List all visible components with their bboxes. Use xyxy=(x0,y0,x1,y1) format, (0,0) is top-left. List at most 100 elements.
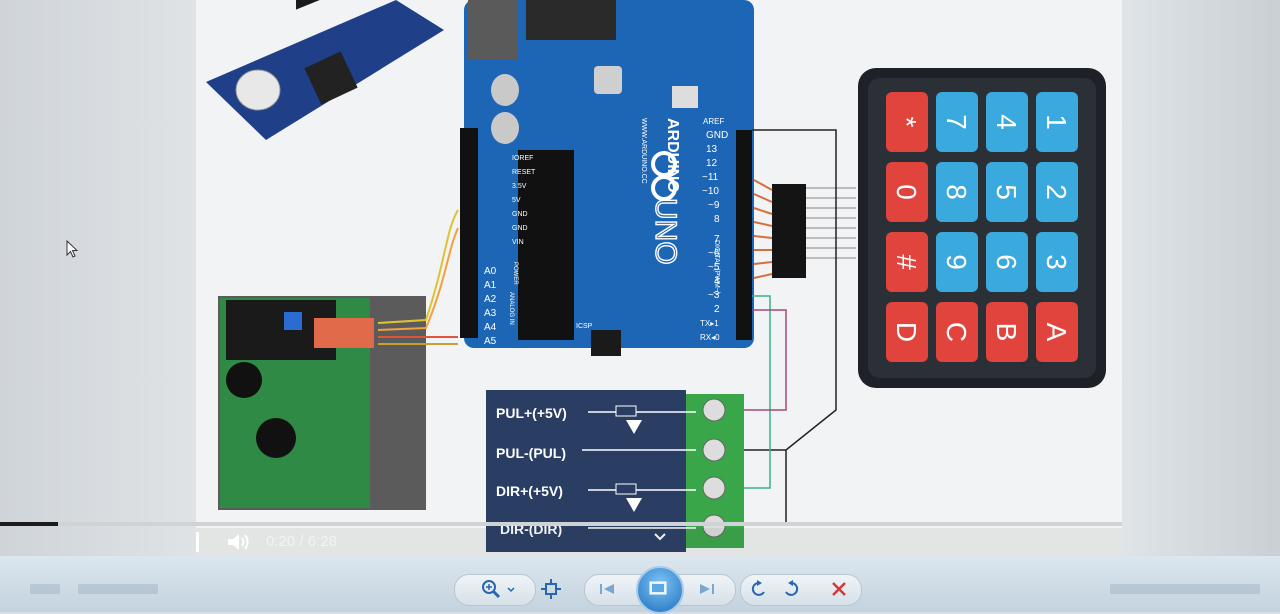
delete-icon[interactable] xyxy=(828,578,850,600)
analog-pin-label: A1 xyxy=(484,280,497,291)
keypad-key xyxy=(936,302,978,362)
chevron-down-icon[interactable] xyxy=(506,578,516,600)
rotate-left-icon[interactable] xyxy=(748,578,770,600)
playback-time: 0:20 / 6:28 xyxy=(266,533,337,550)
digital-pin-label: 2 xyxy=(714,304,720,315)
digital-pin-label: AREF xyxy=(703,117,724,126)
rotate-right-icon[interactable] xyxy=(780,578,802,600)
keypad-key-label: 9 xyxy=(941,254,972,270)
digital-pin-label: ~11 xyxy=(702,172,719,183)
digital-pin-label: 7 xyxy=(714,234,720,245)
keypad-key xyxy=(936,162,978,222)
chevron-down-icon[interactable] xyxy=(654,533,666,541)
digital-pin-label: ~5 xyxy=(708,262,720,273)
analog-pin-label: A2 xyxy=(484,294,497,305)
buck-converter-module xyxy=(206,0,444,140)
keypad-key-label: 5 xyxy=(991,184,1022,200)
keypad-key xyxy=(886,162,928,222)
keypad-key-label: 4 xyxy=(991,114,1022,130)
keypad-key xyxy=(986,302,1028,362)
digital-label: DIGITAL (PWM~) xyxy=(713,240,720,294)
next-icon[interactable] xyxy=(696,578,718,600)
screen-bezel-right xyxy=(1122,0,1280,560)
keypad-key-label: B xyxy=(991,323,1022,342)
driver-label: DIR+(+5V) xyxy=(496,483,563,499)
driver-label: PUL+(+5V) xyxy=(496,405,567,421)
analog-pin-label: A5 xyxy=(484,336,497,347)
actual-size-icon[interactable] xyxy=(540,578,562,600)
digital-pin-label: TX▸1 xyxy=(700,319,719,328)
keypad-key-label: # xyxy=(891,254,922,270)
keypad-key xyxy=(1036,92,1078,152)
duration: 6:28 xyxy=(307,533,337,550)
keypad-key-label: D xyxy=(891,322,922,342)
digital-pin-label: ~6 xyxy=(708,248,720,259)
model-label: UNO xyxy=(649,198,682,265)
keypad-key-label: C xyxy=(941,322,972,342)
previous-icon[interactable] xyxy=(596,578,618,600)
keypad-key xyxy=(936,92,978,152)
digital-pin-label: ~10 xyxy=(702,186,719,197)
header-left-label: GND xyxy=(512,225,528,232)
digital-pin-label: 13 xyxy=(706,144,718,155)
keypad-key xyxy=(986,162,1028,222)
volume-icon[interactable] xyxy=(226,531,252,553)
mouse-cursor-icon xyxy=(66,240,79,258)
play-button[interactable] xyxy=(196,532,209,552)
keypad-key xyxy=(986,232,1028,292)
keypad-key-label: 0 xyxy=(891,184,922,200)
header-left-label: GND xyxy=(512,211,528,218)
digital-pin-label: GND xyxy=(706,130,728,141)
digital-pin-label: ~9 xyxy=(708,200,720,211)
keypad-key xyxy=(1036,302,1078,362)
digital-pin-label: 12 xyxy=(706,158,718,169)
keypad-key xyxy=(1036,162,1078,222)
zoom-icon[interactable] xyxy=(480,578,502,600)
header-left-label: 3.5V xyxy=(512,183,527,190)
progress-track[interactable] xyxy=(0,522,1122,526)
arduino-board: IOREF RESET 3.5V 5V GND GND VIN POWER A0… xyxy=(460,0,754,356)
keypad-key-label: 1 xyxy=(1041,114,1072,130)
keypad-key-label: 2 xyxy=(1041,184,1072,200)
arduino-logo-icon xyxy=(651,151,677,201)
keypad-key xyxy=(1036,232,1078,292)
header-left-label: RESET xyxy=(512,169,536,176)
icsp-label: ICSP xyxy=(576,323,593,330)
current-time: 0:20 xyxy=(266,533,296,550)
keypad-key-label: * xyxy=(891,117,922,128)
analog-pin-label: A4 xyxy=(484,322,497,333)
screen-bezel-left xyxy=(0,0,196,560)
keypad-key xyxy=(886,302,928,362)
keypad-key xyxy=(886,232,928,292)
header-left-label: IOREF xyxy=(512,155,533,162)
analog-in-label: ANALOG IN xyxy=(508,292,514,325)
keypad-key xyxy=(886,92,928,152)
keypad-connector xyxy=(753,179,856,279)
keypad-key-label: 6 xyxy=(991,254,1022,270)
digital-pin-label: 4 xyxy=(714,276,720,287)
site-label: WWW.ARDUINO.CC xyxy=(640,118,647,184)
video-frame[interactable]: IOREF RESET 3.5V 5V GND GND VIN POWER A0… xyxy=(196,0,1122,556)
taskbar-item xyxy=(78,584,158,594)
analog-pin-label: A0 xyxy=(484,266,497,277)
video-controls-strip xyxy=(196,528,1122,558)
keypad-key-label: 3 xyxy=(1041,254,1072,270)
keypad-key xyxy=(986,92,1028,152)
taskbar-item xyxy=(30,584,60,594)
keypad-key-label: A xyxy=(1041,323,1072,342)
header-left-label: VIN xyxy=(512,239,524,246)
taskbar-item xyxy=(1110,584,1260,594)
power-label: POWER xyxy=(512,262,518,285)
i2c-wires xyxy=(377,209,459,345)
header-left-label: 5V xyxy=(512,197,521,204)
keypad-key-label: 7 xyxy=(941,114,972,130)
driver-label: PUL-(PUL) xyxy=(496,445,566,461)
keypad-key-label: 8 xyxy=(941,184,972,200)
digital-pin-label: 8 xyxy=(714,214,720,225)
time-separator: / xyxy=(295,533,308,550)
digital-pin-label: ~3 xyxy=(708,290,720,301)
wiring-diagram: IOREF RESET 3.5V 5V GND GND VIN POWER A0… xyxy=(206,0,1106,552)
slideshow-icon xyxy=(649,581,667,595)
lcd-i2c-module xyxy=(218,296,426,510)
